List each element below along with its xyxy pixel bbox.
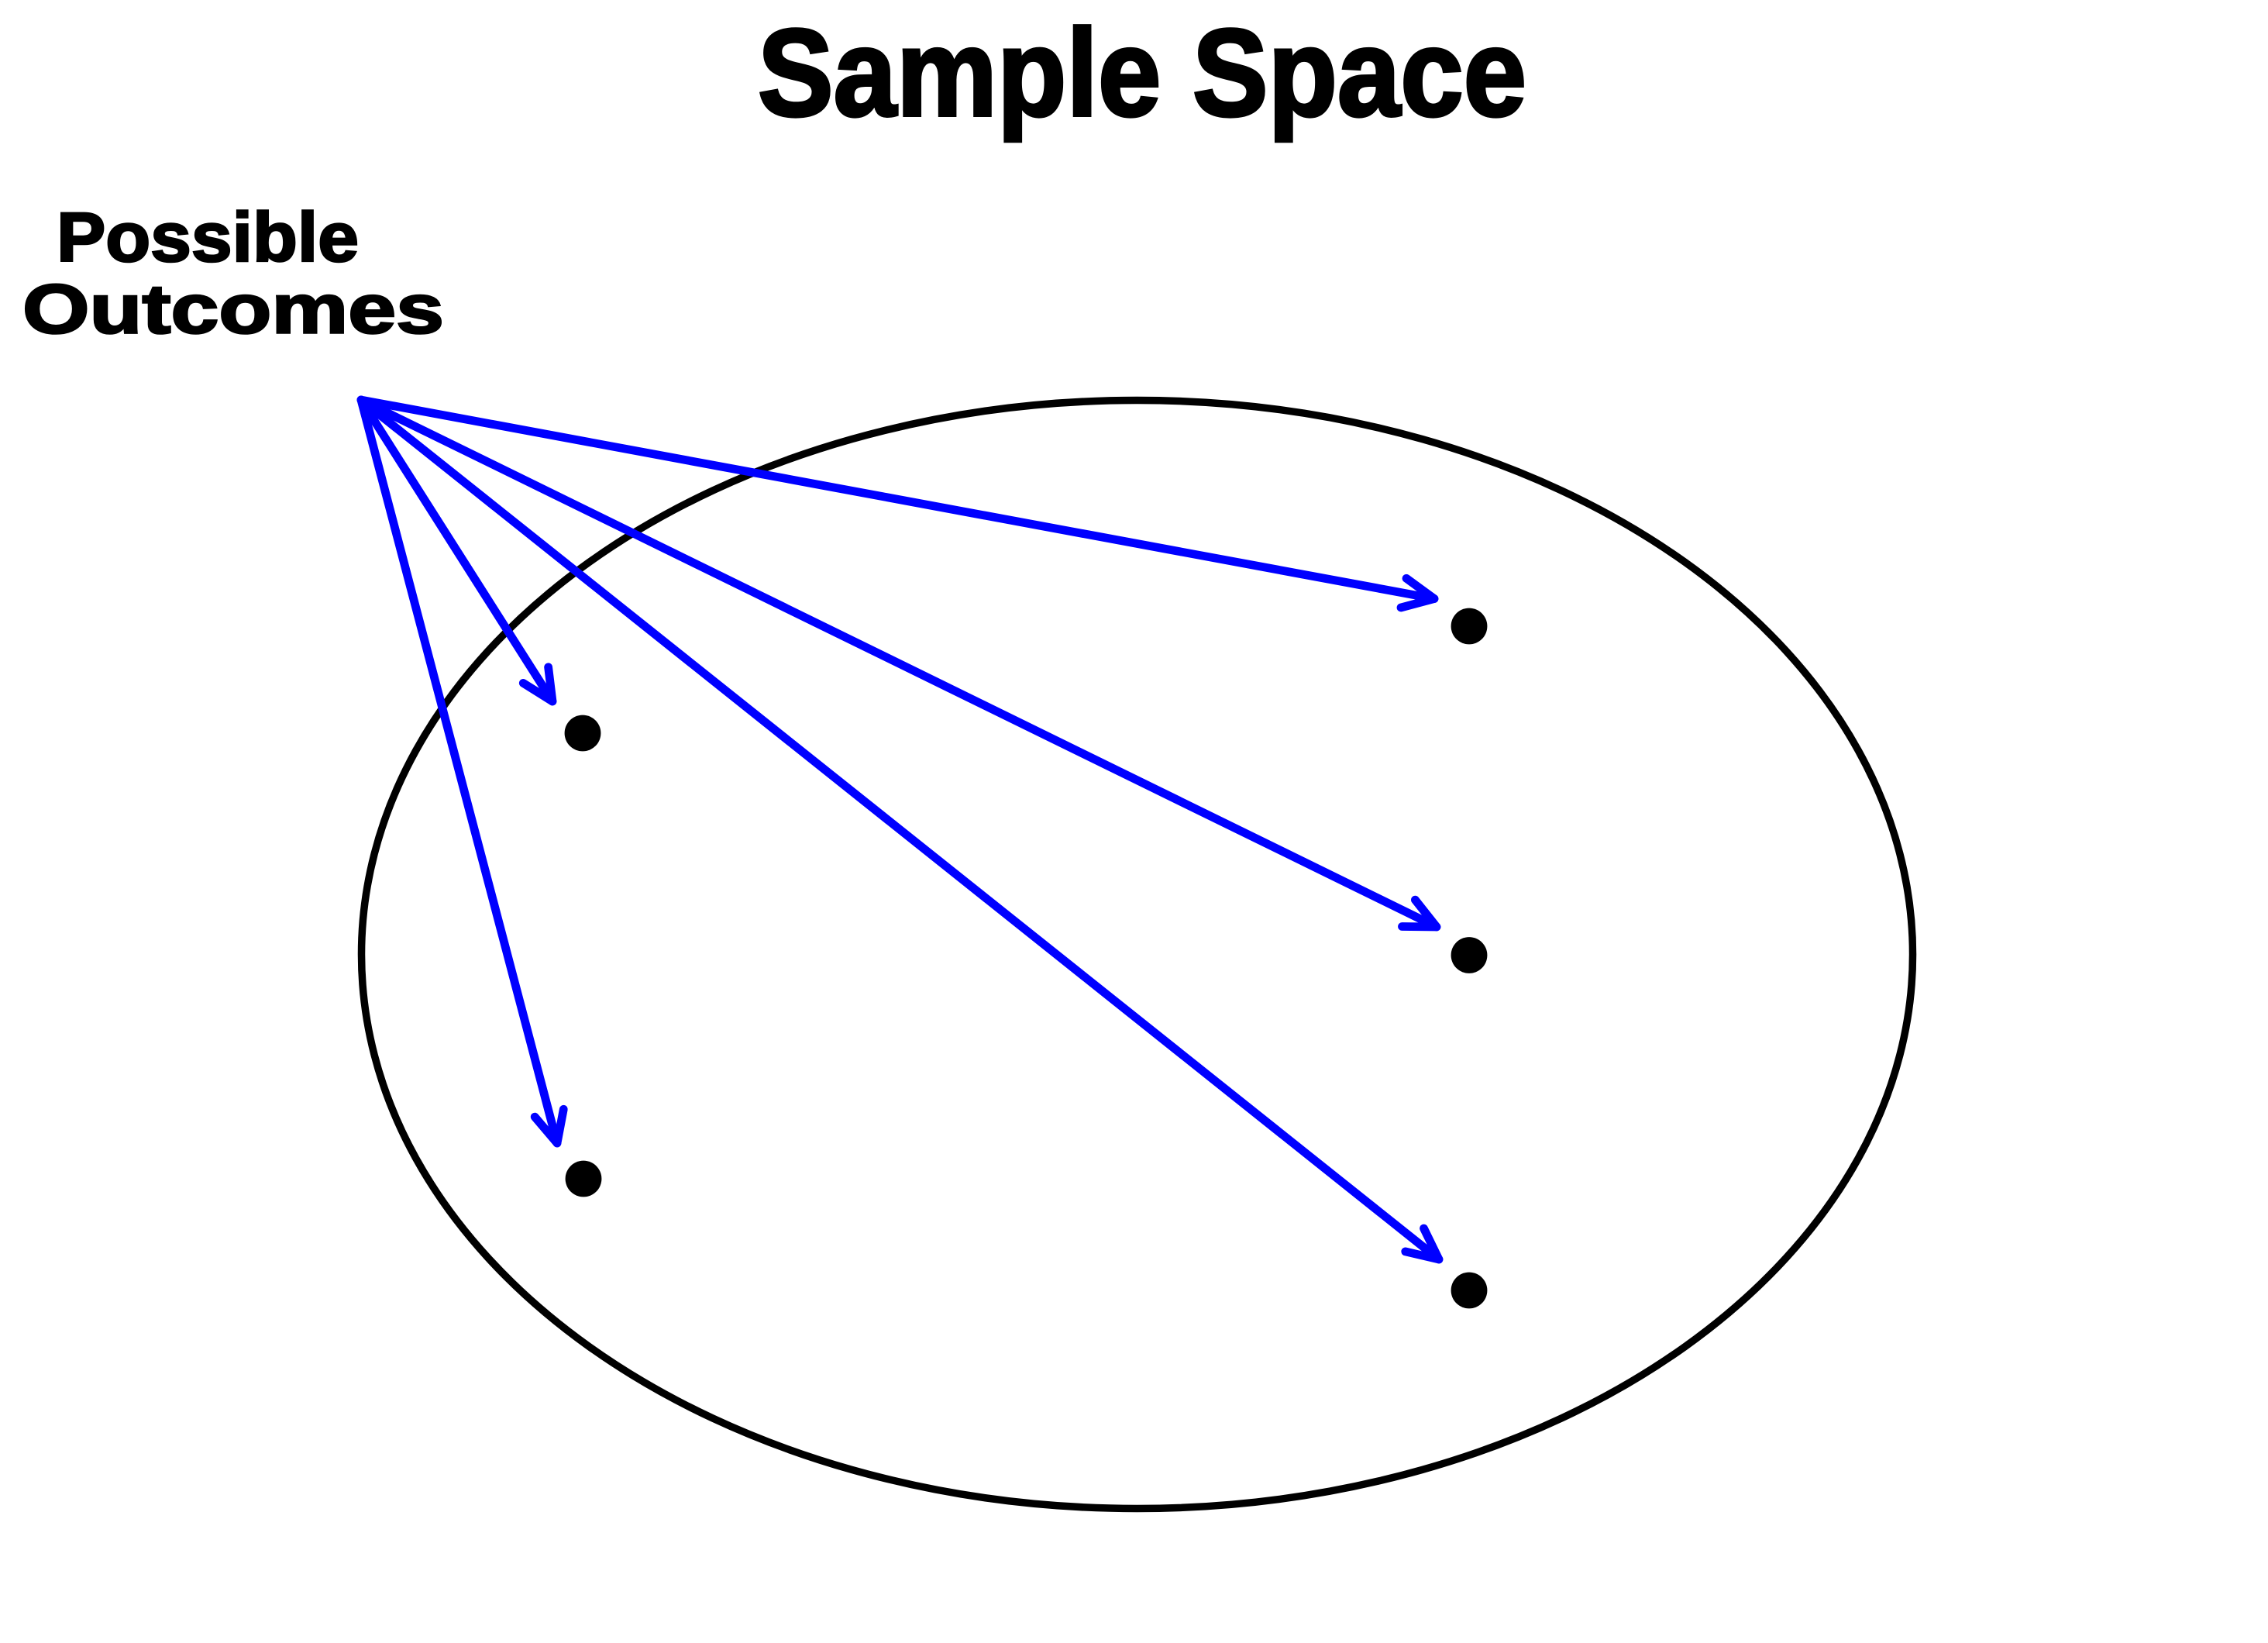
svg-text:Outcomes: Outcomes [22,271,444,349]
svg-text:Possible: Possible [57,199,359,277]
svg-text:Sample Space: Sample Space [758,3,1526,142]
